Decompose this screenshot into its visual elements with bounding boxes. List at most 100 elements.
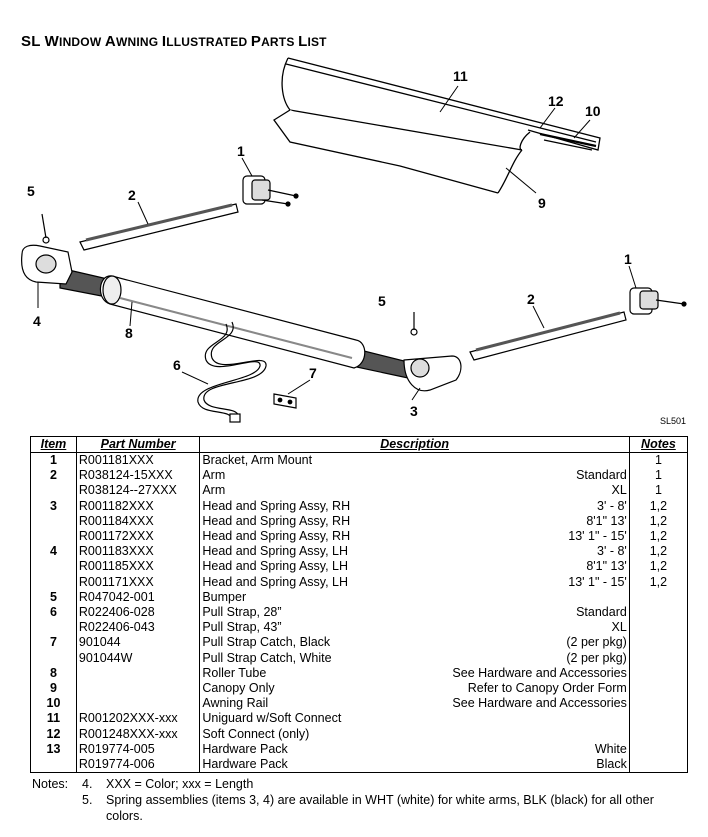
title-part: INDOW bbox=[59, 35, 105, 49]
title-part: SL W bbox=[21, 33, 60, 50]
cell-notes bbox=[628, 605, 689, 621]
cell-part-number: 901044 bbox=[75, 635, 201, 651]
cell-notes: 1,2 bbox=[628, 529, 689, 545]
arm-left bbox=[79, 203, 239, 251]
cell-item bbox=[30, 620, 77, 636]
cell-description: Awning Rail See Hardware and Accessories bbox=[199, 696, 630, 712]
cell-part-number: R001183XXX bbox=[75, 544, 201, 560]
description-text: Head and Spring Assy, LH bbox=[202, 544, 349, 559]
title-part: L bbox=[298, 33, 308, 50]
description-text: Head and Spring Assy, LH bbox=[202, 574, 349, 589]
cell-item: 4 bbox=[30, 544, 77, 560]
description-text: Roller Tube bbox=[202, 665, 267, 680]
callout-12: 12 bbox=[548, 93, 564, 109]
cell-part-number: R019774-006 bbox=[75, 757, 201, 774]
cell-description: Pull Strap Catch, White(2 per pkg) bbox=[199, 650, 630, 666]
callout-3: 3 bbox=[410, 403, 418, 419]
description-variant: 3' - 8' bbox=[597, 544, 627, 559]
cell-part-number: R019774-005 bbox=[75, 741, 201, 758]
cell-item: 7 bbox=[30, 635, 77, 651]
callout-1-left: 1 bbox=[237, 143, 245, 159]
footnote-row: 5. Spring assemblies (items 3, 4) are av… bbox=[32, 792, 666, 824]
description-text: Awning Rail bbox=[202, 696, 269, 711]
description-variant: 13' 1" - 15' bbox=[568, 529, 627, 544]
description-variant: See Hardware and Accessories bbox=[452, 696, 627, 711]
cell-notes: 1,2 bbox=[628, 559, 689, 575]
header-part-number: Part Number bbox=[75, 436, 201, 453]
footnotes: Notes: 4. XXX = Color; xxx = Length 5. S… bbox=[32, 776, 666, 824]
cell-notes bbox=[628, 741, 689, 758]
cell-part-number: R001202XXX-xxx bbox=[75, 711, 201, 727]
description-variant: Refer to Canopy Order Form bbox=[467, 681, 627, 696]
callout-5-right: 5 bbox=[378, 293, 386, 309]
cell-item: 6 bbox=[30, 605, 77, 621]
cell-notes: 1,2 bbox=[628, 544, 689, 560]
arm-right bbox=[469, 311, 627, 361]
cell-description: Bracket, Arm Mount bbox=[199, 452, 630, 469]
parts-diagram: 11 12 10 9 1 5 2 4 8 1 2 5 6 7 3 SL501 bbox=[21, 57, 687, 426]
callout-2-right: 2 bbox=[527, 291, 535, 307]
title-part: A bbox=[104, 33, 116, 50]
cell-part-number: R047042-001 bbox=[75, 589, 201, 606]
callout-6: 6 bbox=[173, 357, 181, 373]
cell-part-number: R038124-15XXX bbox=[75, 468, 201, 484]
cell-item: 10 bbox=[30, 696, 77, 712]
description-text: Pull Strap, 28” bbox=[202, 605, 282, 620]
description-text: Pull Strap, 43” bbox=[202, 620, 282, 635]
head-spring-assy-rh bbox=[403, 312, 462, 392]
cell-item bbox=[30, 559, 77, 575]
cell-notes bbox=[628, 635, 689, 651]
cell-part-number: R001171XXX bbox=[75, 574, 201, 590]
cell-item bbox=[30, 513, 77, 530]
cell-description: Bumper bbox=[199, 589, 630, 606]
title-part: P bbox=[250, 33, 262, 50]
cell-notes: 1 bbox=[628, 468, 689, 484]
description-text: Head and Spring Assy, RH bbox=[202, 498, 351, 513]
cell-notes bbox=[628, 681, 689, 697]
title-part: ARTS bbox=[261, 35, 299, 49]
title-part: WNING bbox=[115, 35, 162, 49]
description-text: Pull Strap Catch, White bbox=[202, 650, 332, 665]
cell-part-number: R022406-028 bbox=[75, 605, 201, 621]
description-text: Arm bbox=[202, 468, 226, 483]
cell-item: 5 bbox=[30, 589, 77, 606]
cell-part-number: R001172XXX bbox=[75, 529, 201, 545]
table-header-row: Item Part Number Description Notes bbox=[30, 436, 689, 453]
description-text: Pull Strap Catch, Black bbox=[202, 635, 331, 650]
canopy-assembly bbox=[273, 57, 601, 194]
cell-notes bbox=[628, 589, 689, 606]
cell-item bbox=[30, 483, 77, 499]
bracket-arm-mount-right bbox=[629, 287, 687, 315]
cell-notes bbox=[628, 665, 689, 682]
description-variant: (2 per pkg) bbox=[566, 635, 627, 650]
description-variant: Black bbox=[596, 757, 627, 772]
cell-part-number bbox=[75, 665, 201, 682]
description-text: Hardware Pack bbox=[202, 741, 288, 756]
cell-description: Pull Strap Catch, Black (2 per pkg) bbox=[199, 635, 630, 651]
description-text: Bumper bbox=[202, 589, 247, 604]
cell-description: Uniguard w/Soft Connect bbox=[199, 711, 630, 727]
page-title: SL WINDOW AWNING ILLUSTRATED PARTS LIST bbox=[21, 33, 327, 50]
